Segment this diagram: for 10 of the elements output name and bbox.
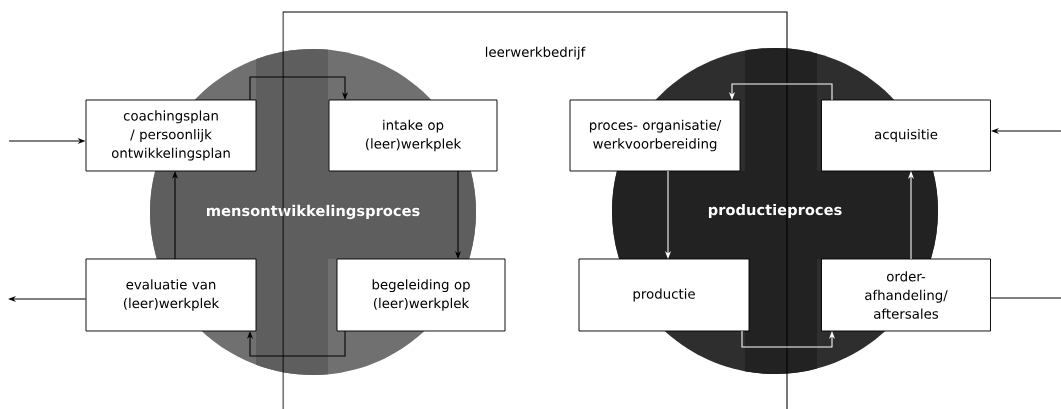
arrow [249,76,349,101]
process-box: acquisitie [821,99,991,172]
process-box: proces- organisatie/ werkvoorbereiding [569,99,741,172]
process-box: order- afhandeling/ aftersales [821,258,991,332]
process-box: evaluatie van (leer)werkplek [85,258,257,332]
process-box: intake op (leer)werkplek [328,99,498,172]
arrow [246,330,346,357]
process-box: begeleiding op (leer)werkplek [336,258,506,332]
process-box: productie [578,258,750,332]
process-box: coachingsplan / persoonlijk ontwikkelingsplan [85,99,257,172]
